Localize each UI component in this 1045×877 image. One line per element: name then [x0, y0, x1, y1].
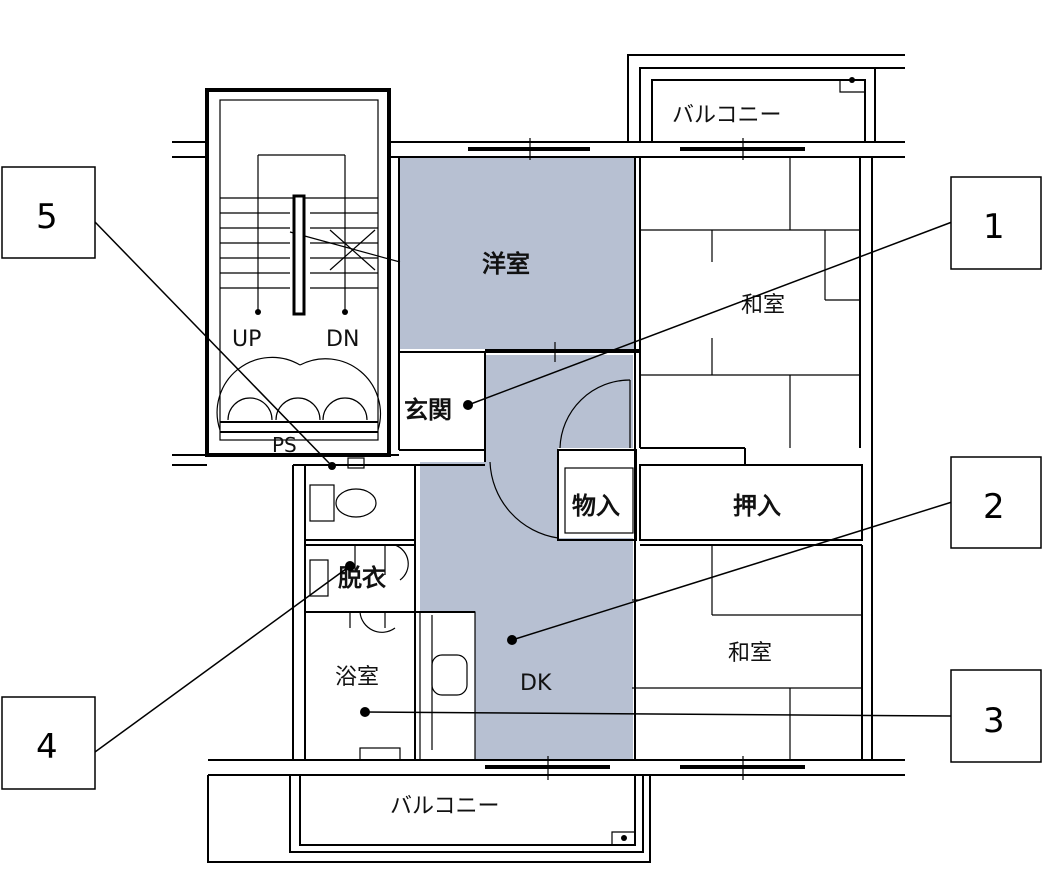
balcony-top-label: バルコニー: [672, 103, 782, 128]
dk-label: DK: [520, 671, 552, 696]
callout-4-number: 4: [36, 727, 58, 767]
oshiire-label: 押入: [733, 492, 781, 520]
datsui: 脱衣: [305, 544, 475, 633]
callout-3-leader: [364, 711, 953, 717]
callout-1-leader: [467, 221, 953, 406]
youshitsu-label: 洋室: [482, 250, 530, 278]
stair-up-label: UP: [232, 327, 261, 352]
staircase: UP DN PS: [205, 88, 401, 457]
washitsu-upper-label: 和室: [741, 293, 785, 318]
ps-label: PS: [272, 433, 297, 457]
callout-2: 2: [950, 456, 1042, 549]
callout-4-leader: [94, 565, 351, 753]
washitsu-lower-label: 和室: [728, 641, 772, 666]
stair-dn-label: DN: [326, 327, 359, 352]
yokushitsu-label: 浴室: [335, 665, 379, 690]
balcony-bottom: バルコニー: [207, 775, 651, 863]
dk-area: [420, 355, 633, 760]
callout-5: 5: [1, 166, 96, 259]
monoire-label: 物入: [572, 492, 620, 520]
dk: DK: [489, 379, 631, 696]
yokushitsu: 浴室: [335, 611, 476, 761]
callout-5-leader: [94, 221, 331, 465]
balcony-bottom-label: バルコニー: [390, 794, 500, 819]
callout-2-number: 2: [983, 487, 1005, 527]
datsui-label: 脱衣: [338, 564, 386, 592]
washitsu-upper: 和室: [640, 157, 873, 760]
genkan-label: 玄関: [404, 396, 452, 424]
callout-5-number: 5: [36, 197, 58, 237]
callout-3: 3: [950, 669, 1042, 763]
monoire: 物入: [557, 449, 637, 541]
callout-3-number: 3: [983, 701, 1005, 741]
balcony-top: バルコニー: [627, 54, 905, 142]
washitsu-lower: 和室: [640, 544, 863, 760]
callout-4: 4: [1, 696, 96, 790]
toilet: [305, 457, 415, 541]
callout-1-number: 1: [983, 207, 1005, 247]
youshitsu-area: [399, 157, 635, 349]
callout-2-leader: [511, 501, 953, 641]
callout-1: 1: [950, 176, 1042, 270]
genkan: 玄関: [399, 351, 486, 462]
oshiire: 押入: [639, 464, 863, 541]
